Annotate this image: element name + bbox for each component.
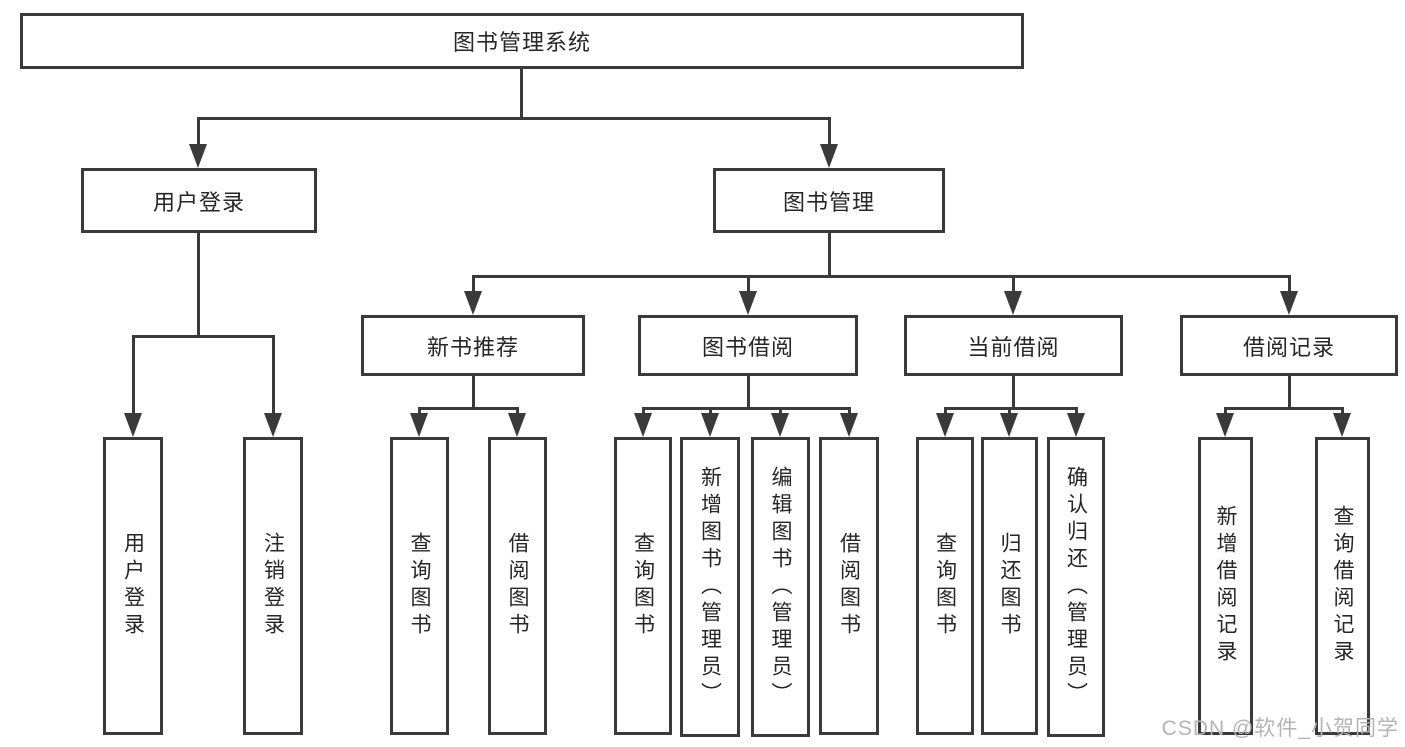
connector-line — [848, 407, 851, 417]
arrow-down-icon — [508, 413, 526, 437]
arrow-down-icon — [840, 413, 858, 437]
leaf-borrow-edit: 编辑图书（管理员） — [751, 437, 810, 737]
connector-line — [709, 407, 712, 417]
connector-line — [1075, 407, 1078, 417]
arrow-down-icon — [464, 291, 482, 315]
connector-line — [418, 407, 421, 417]
connector-line — [132, 335, 275, 338]
arrow-down-icon — [410, 413, 428, 437]
node-borrow-records: 借阅记录 — [1180, 315, 1398, 376]
connector-line — [197, 117, 200, 145]
connector-line — [1224, 407, 1227, 417]
connector-line — [747, 275, 750, 293]
arrow-down-icon — [124, 413, 142, 437]
leaf-borrow-add: 新增图书（管理员） — [680, 437, 740, 737]
arrow-down-icon — [189, 144, 207, 168]
node-root: 图书管理系统 — [20, 13, 1024, 69]
arrow-down-icon — [701, 413, 719, 437]
node-new-books: 新书推荐 — [361, 315, 585, 376]
node-user-login: 用户登录 — [81, 168, 317, 233]
connector-line — [1288, 376, 1291, 410]
leaf-current-query: 查询图书 — [916, 437, 974, 735]
leaf-borrow-borrow: 借阅图书 — [819, 437, 879, 735]
leaf-current-confirm: 确认归还（管理员） — [1047, 437, 1105, 737]
arrow-down-icon — [264, 413, 282, 437]
connector-line — [1224, 407, 1344, 410]
connector-line — [418, 407, 519, 410]
arrow-down-icon — [739, 291, 757, 315]
leaf-record-add: 新增借阅记录 — [1198, 437, 1253, 735]
arrow-down-icon — [1004, 291, 1022, 315]
connector-line — [944, 407, 947, 417]
connector-line — [779, 407, 782, 417]
connector-line — [944, 407, 1078, 410]
connector-line — [520, 69, 523, 120]
leaf-current-return: 归还图书 — [981, 437, 1038, 735]
connector-line — [828, 233, 831, 278]
node-current-borrow: 当前借阅 — [904, 315, 1123, 376]
arrow-down-icon — [1333, 413, 1351, 437]
connector-line — [642, 407, 851, 410]
arrow-down-icon — [1216, 413, 1234, 437]
connector-line — [828, 117, 831, 145]
connector-line — [472, 275, 1291, 278]
arrow-down-icon — [771, 413, 789, 437]
leaf-user-login: 用户登录 — [103, 437, 163, 735]
connector-line — [472, 376, 475, 410]
connector-line — [1012, 376, 1015, 410]
arrow-down-icon — [936, 413, 954, 437]
arrow-down-icon — [634, 413, 652, 437]
connector-line — [516, 407, 519, 417]
leaf-logout: 注销登录 — [243, 437, 303, 735]
arrow-down-icon — [1067, 413, 1085, 437]
node-borrowing: 图书借阅 — [638, 315, 858, 376]
leaf-borrow-query: 查询图书 — [614, 437, 672, 735]
arrow-down-icon — [820, 144, 838, 168]
connector-line — [132, 335, 135, 415]
connector-line — [642, 407, 645, 417]
connector-line — [472, 275, 475, 293]
connector-line — [1008, 407, 1011, 417]
connector-line — [1012, 275, 1015, 293]
arrow-down-icon — [1000, 413, 1018, 437]
connector-line — [272, 335, 275, 415]
connector-line — [1341, 407, 1344, 417]
connector-line — [197, 117, 831, 120]
connector-line — [1288, 275, 1291, 293]
leaf-newbook-query: 查询图书 — [390, 437, 449, 735]
arrow-down-icon — [1280, 291, 1298, 315]
connector-line — [747, 376, 750, 410]
node-book-mgmt: 图书管理 — [713, 168, 945, 233]
csdn-watermark: CSDN @软件_小贺同学 — [1161, 717, 1399, 740]
connector-line — [197, 233, 200, 338]
leaf-newbook-borrow: 借阅图书 — [488, 437, 547, 735]
leaf-record-query: 查询借阅记录 — [1315, 437, 1370, 735]
